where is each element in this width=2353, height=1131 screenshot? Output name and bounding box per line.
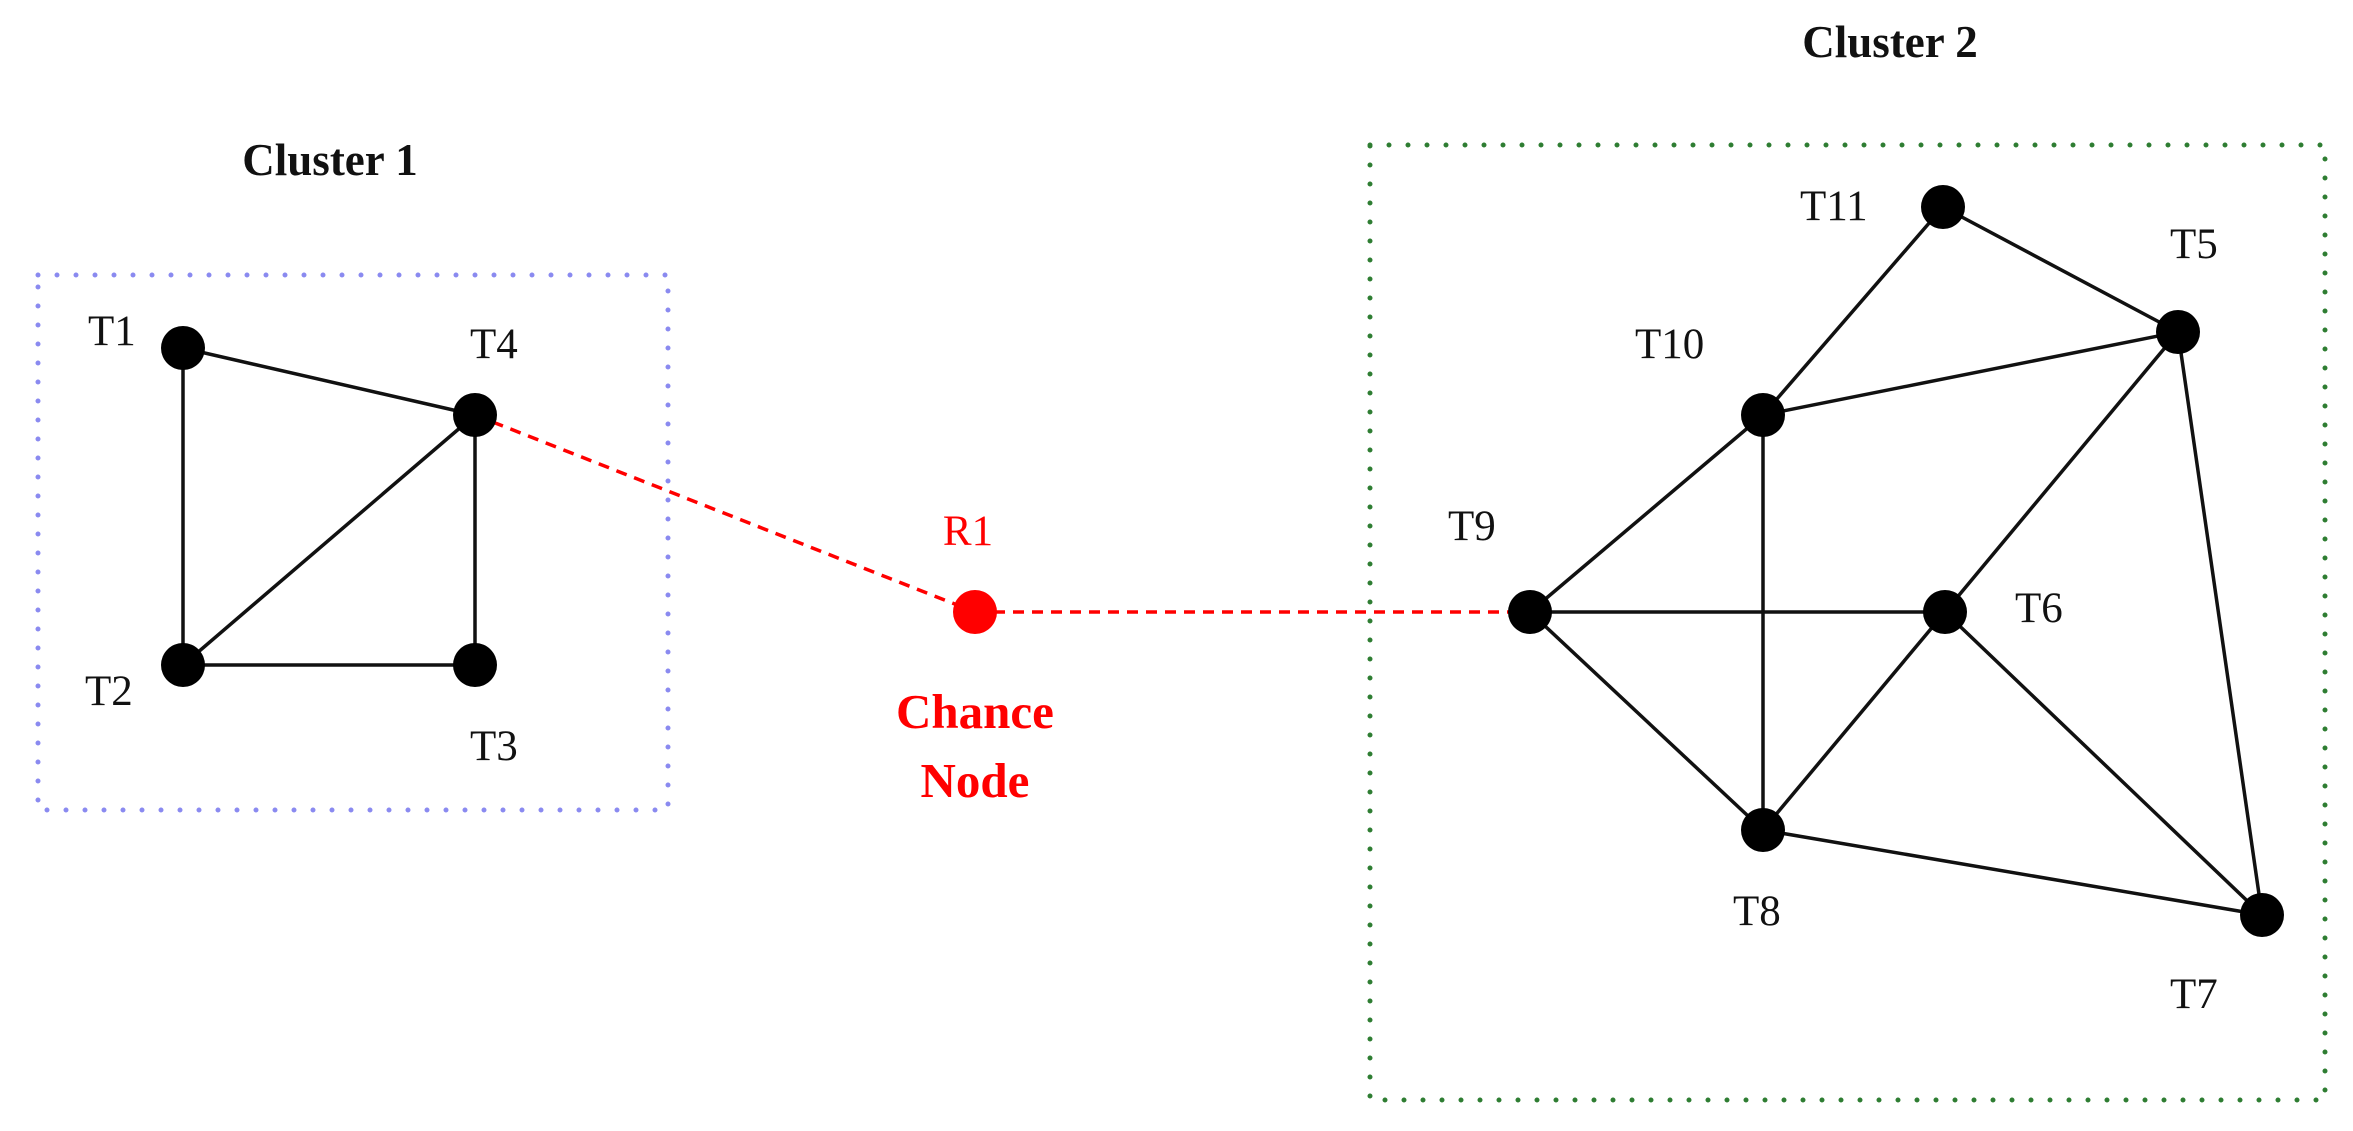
cluster-2-border — [1367, 142, 2328, 1103]
edge-t6-t7 — [1943, 610, 2264, 917]
node-t4 — [453, 393, 497, 437]
cluster-1-title: Cluster 1 — [242, 135, 417, 185]
edges — [181, 205, 2264, 917]
chance-node-caption-line1: Chance — [896, 684, 1054, 739]
node-label-t2: T2 — [85, 668, 133, 715]
node-label-t10: T10 — [1635, 321, 1704, 368]
node-label-t9: T9 — [1448, 503, 1496, 550]
dashed-edge-t4-r1 — [474, 413, 976, 614]
chance-node-r1 — [953, 590, 997, 634]
edge-t10-t9 — [1528, 413, 1765, 614]
cluster-1-border — [35, 272, 671, 813]
edge-t5-t6 — [1943, 330, 2180, 614]
node-t6 — [1923, 590, 1967, 634]
chance-node-caption-line2: Node — [921, 753, 1030, 808]
edge-t8-t6 — [1761, 610, 1947, 832]
node-label-t4: T4 — [470, 321, 518, 368]
node-label-t5: T5 — [2170, 221, 2218, 268]
node-label-t1: T1 — [88, 308, 136, 355]
edge-t11-t10 — [1761, 205, 1945, 417]
edge-t5-t7 — [2176, 331, 2264, 916]
node-label-t3: T3 — [470, 723, 518, 770]
edge-t11-t5 — [1942, 205, 2179, 334]
edge-t9-t8 — [1528, 610, 1765, 832]
edge-t1-t4 — [182, 346, 476, 417]
node-t8 — [1741, 808, 1785, 852]
chance-node-label: R1 — [943, 508, 993, 555]
dashed-edges — [474, 413, 1530, 614]
node-t11 — [1921, 185, 1965, 229]
node-t1 — [161, 326, 205, 370]
node-t5 — [2156, 310, 2200, 354]
node-t3 — [453, 643, 497, 687]
node-label-t11: T11 — [1800, 183, 1868, 230]
node-t2 — [161, 643, 205, 687]
nodes — [161, 185, 2284, 937]
node-t7 — [2240, 893, 2284, 937]
node-label-t8: T8 — [1733, 888, 1781, 935]
node-t10 — [1741, 393, 1785, 437]
edge-t10-t5 — [1762, 330, 2179, 417]
edge-t2-t4 — [181, 413, 477, 667]
node-label-t6: T6 — [2015, 585, 2063, 632]
edge-t8-t7 — [1762, 828, 2263, 917]
cluster-2-title: Cluster 2 — [1802, 17, 1977, 67]
node-t9 — [1508, 590, 1552, 634]
node-label-t7: T7 — [2170, 971, 2218, 1018]
